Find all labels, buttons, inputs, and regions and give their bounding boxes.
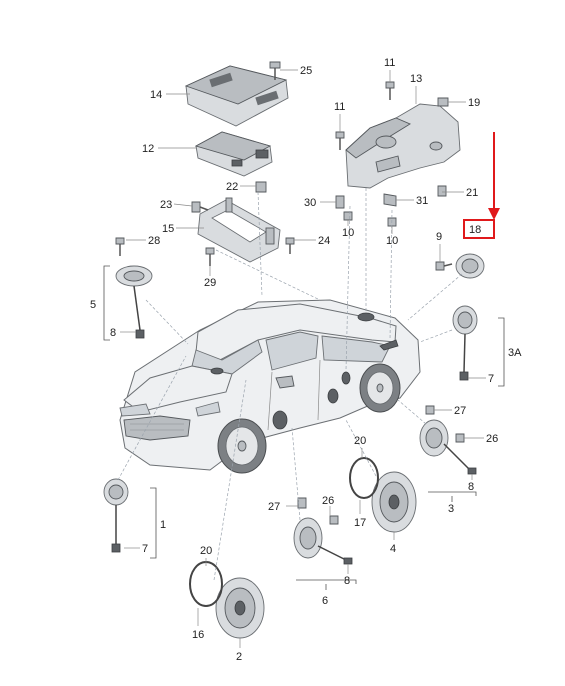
callout-24: 24 [318,235,330,247]
callout-25: 25 [300,65,312,77]
callout-19: 19 [468,97,480,109]
callout-5: 5 [90,299,96,311]
subwoofer-housing [345,103,461,189]
callout-3: 3 [448,503,454,515]
callout-28: 28 [148,235,160,247]
speaker-6 [293,517,353,565]
callout-31: 31 [416,195,428,207]
cover-unit [184,65,289,127]
callout-8-bottom: 8 [344,575,350,587]
speaker-3A [452,305,478,381]
callout-6: 6 [322,595,328,607]
speaker-4 [349,457,417,533]
callout-7-right: 7 [488,373,494,385]
callout-7-left: 7 [142,543,148,555]
callout-11-top: 11 [384,57,395,69]
callout-14: 14 [150,89,162,101]
callout-29: 29 [204,277,216,289]
bracket [197,197,281,263]
group-brackets [103,265,505,590]
callout-3A: 3A [508,347,522,359]
fasteners [115,61,465,525]
callout-30: 30 [304,197,316,209]
callout-16: 16 [192,629,204,641]
callout-22: 22 [226,181,238,193]
highlight-arrow [488,132,500,220]
speaker-18 [455,253,485,279]
callout-9: 9 [436,231,442,243]
callout-11-mid: 11 [334,101,345,113]
callout-26-right: 26 [486,433,498,445]
callout-8-right: 8 [468,481,474,493]
callout-21: 21 [466,187,478,199]
car-body [119,299,421,474]
callout-20-left: 20 [200,545,212,557]
leader-lines [120,69,486,648]
callout-26-bottom: 26 [322,495,334,507]
speaker-5 [115,265,153,339]
callout-27-bottom: 27 [268,501,280,513]
callout-27-right: 27 [454,405,466,417]
callout-labels: 25 14 12 22 23 15 24 28 29 11 11 13 19 3… [90,57,522,663]
callout-17: 17 [354,517,366,529]
callout-8-left: 8 [110,327,116,339]
speaker-1 [103,478,129,553]
callout-15: 15 [162,223,174,235]
callout-10-right: 10 [386,235,398,247]
callout-1: 1 [160,519,166,531]
callout-4: 4 [390,543,396,555]
callout-12: 12 [142,143,154,155]
callout-10-left: 10 [342,227,354,239]
callout-23: 23 [160,199,172,211]
callout-2: 2 [236,651,242,663]
speaker-3 [419,419,477,475]
callout-18: 18 [469,224,481,236]
speaker-2 [189,561,265,639]
amplifier-unit [194,131,273,177]
callout-20-right: 20 [354,435,366,447]
callout-13: 13 [410,73,422,85]
location-lines [117,188,463,581]
highlight-box [463,219,495,239]
